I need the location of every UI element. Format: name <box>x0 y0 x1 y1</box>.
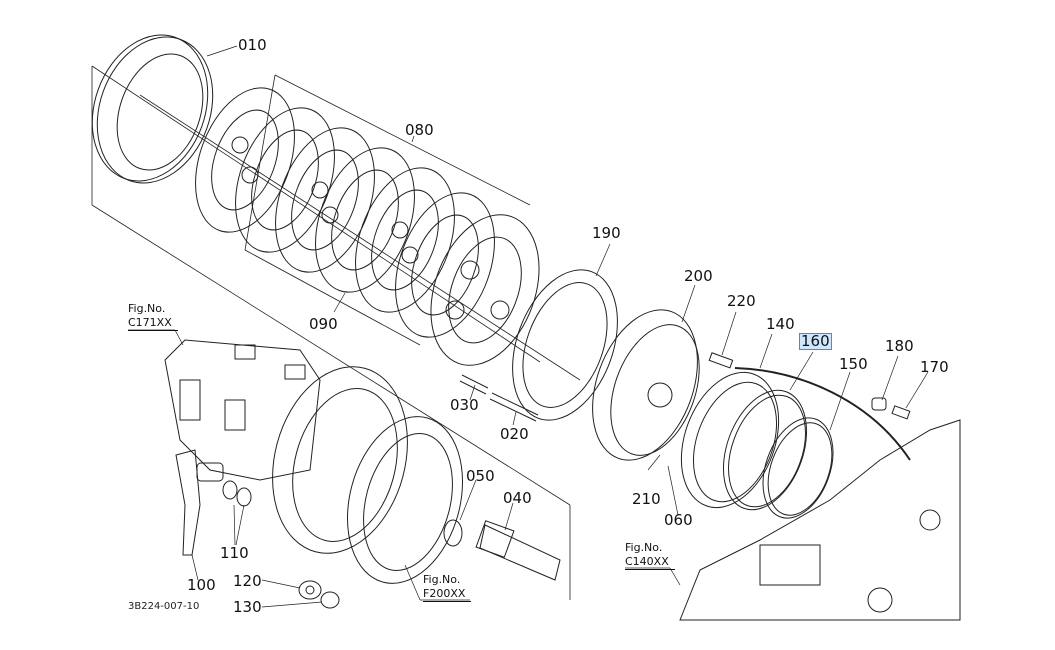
part-label-030[interactable]: 030 <box>450 396 479 414</box>
steel-disc <box>315 147 415 293</box>
figure-ref-f200xx[interactable]: Fig.No. F200XX <box>423 573 472 602</box>
part-150-seal-ring[interactable] <box>750 408 846 528</box>
part-040-shaft[interactable] <box>475 520 561 581</box>
part-050-o-ring[interactable] <box>443 519 463 547</box>
part-label-180[interactable]: 180 <box>885 337 914 355</box>
steel-disc <box>395 192 495 338</box>
steel-disc <box>235 107 335 253</box>
part-label-130[interactable]: 130 <box>233 598 262 616</box>
figure-ref-c171xx[interactable]: Fig.No. C171XX <box>128 302 178 331</box>
part-220-spring[interactable] <box>708 352 734 369</box>
part-180-fitting[interactable] <box>871 397 887 411</box>
part-label-220[interactable]: 220 <box>727 292 756 310</box>
guide-lines <box>91 65 571 600</box>
part-170-bolt[interactable] <box>891 405 911 420</box>
part-110-o-rings[interactable] <box>222 480 252 507</box>
figure-ref-c140xx[interactable]: Fig.No. C140XX <box>625 541 675 570</box>
part-label-150[interactable]: 150 <box>839 355 868 373</box>
part-label-010[interactable]: 010 <box>238 36 267 54</box>
part-label-170[interactable]: 170 <box>920 358 949 376</box>
friction-disc <box>275 127 375 273</box>
part-010-ring[interactable] <box>73 19 233 200</box>
part-label-120[interactable]: 120 <box>233 572 262 590</box>
part-label-140[interactable]: 140 <box>766 315 795 333</box>
part-160-seal-ring[interactable] <box>708 379 822 522</box>
friction-disc <box>195 87 295 233</box>
part-030-pin[interactable] <box>459 374 489 395</box>
part-label-200[interactable]: 200 <box>684 267 713 285</box>
figure-ref-number[interactable]: C140XX <box>625 555 675 570</box>
part-label-020[interactable]: 020 <box>500 425 529 443</box>
part-190-plate[interactable] <box>493 255 637 434</box>
part-120-cam[interactable] <box>298 580 322 600</box>
figure-ref-title: Fig.No. <box>423 573 461 586</box>
figure-ref-title: Fig.No. <box>625 541 663 554</box>
part-label-210[interactable]: 210 <box>632 490 661 508</box>
part-label-160[interactable]: 160 <box>799 332 832 350</box>
figure-ref-number[interactable]: F200XX <box>423 587 472 602</box>
transmission-case <box>679 419 961 621</box>
drawing-code: 3B224-007-10 <box>128 601 200 612</box>
part-label-080[interactable]: 080 <box>405 121 434 139</box>
figure-ref-number[interactable]: C171XX <box>128 316 178 331</box>
figure-ref-title: Fig.No. <box>128 302 166 315</box>
hydraulic-line <box>734 367 911 461</box>
brake-housing <box>164 339 408 554</box>
part-label-040[interactable]: 040 <box>503 489 532 507</box>
part-label-100[interactable]: 100 <box>187 576 216 594</box>
friction-disc <box>430 214 540 366</box>
friction-disc <box>355 167 455 313</box>
part-label-110[interactable]: 110 <box>220 544 249 562</box>
part-130-snap-ring[interactable] <box>320 591 340 609</box>
leader-lines <box>128 45 929 608</box>
part-140-piston[interactable] <box>664 359 796 521</box>
part-100-lever[interactable] <box>175 449 224 556</box>
part-label-050[interactable]: 050 <box>466 467 495 485</box>
part-label-060[interactable]: 060 <box>664 511 693 529</box>
clutch-disc-stack[interactable] <box>139 74 581 381</box>
part-label-190[interactable]: 190 <box>592 224 621 242</box>
ring-gear <box>346 416 464 584</box>
part-200-housing[interactable] <box>573 295 717 474</box>
part-label-090[interactable]: 090 <box>309 315 338 333</box>
part-020-pin[interactable] <box>489 392 539 422</box>
